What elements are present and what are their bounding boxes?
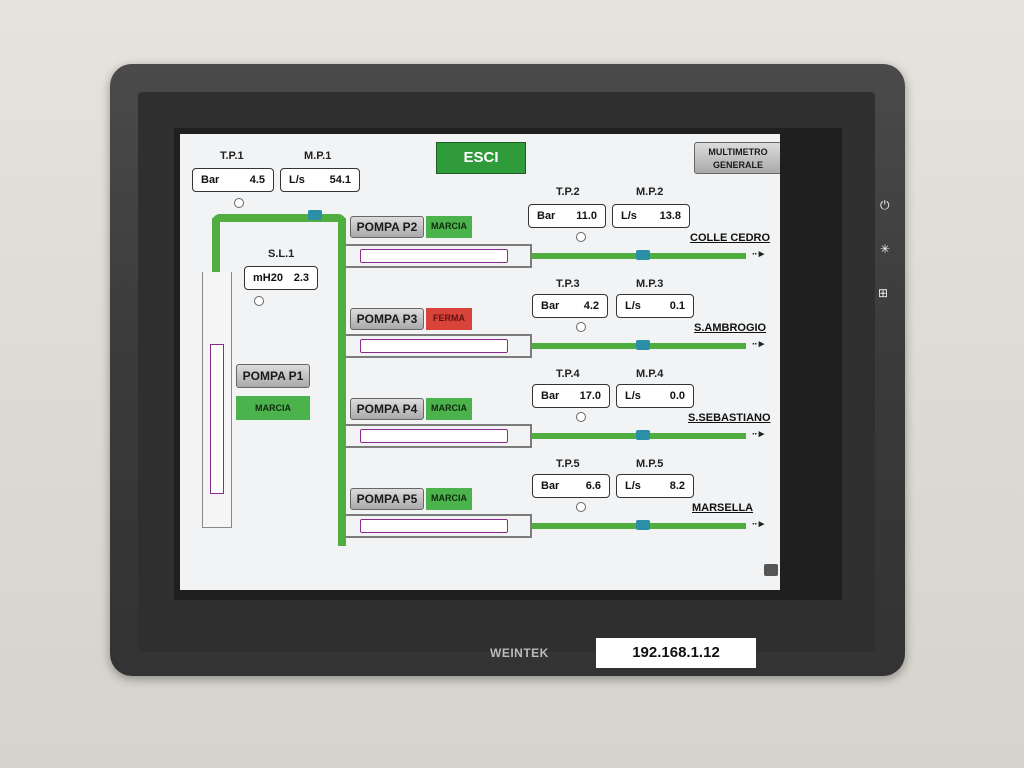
line4-pump xyxy=(360,429,508,443)
mp1-value: 54.1 xyxy=(329,174,351,186)
tp5-gauge-icon xyxy=(576,502,586,512)
tp4-readout: Bar 17.0 xyxy=(532,384,610,408)
tp2-gauge-icon xyxy=(576,232,586,242)
pump-p5-button[interactable]: POMPA P5 xyxy=(350,488,424,510)
corner-toggle-icon[interactable] xyxy=(764,564,778,576)
mp3-value: 0.1 xyxy=(669,300,685,312)
mp2-value: 13.8 xyxy=(659,210,681,222)
hmi-bezel: ESCI MULTIMETRO GENERALE T.P.1 M.P.1 Bar… xyxy=(110,64,905,676)
tp5-value: 6.6 xyxy=(585,480,601,492)
sl1-gauge-icon xyxy=(254,296,264,306)
mp4-label: M.P.4 xyxy=(636,368,664,380)
tp4-value: 17.0 xyxy=(579,390,601,402)
mp1-readout: L/s 54.1 xyxy=(280,168,360,192)
tp5-readout: Bar 6.6 xyxy=(532,474,610,498)
tp1-label: T.P.1 xyxy=(220,150,244,162)
tp4-gauge-icon xyxy=(576,412,586,422)
line4-arrow-icon: ··► xyxy=(752,429,767,440)
sl1-value: 2.3 xyxy=(293,272,309,284)
tp2-readout: Bar 11.0 xyxy=(528,204,606,228)
mp3-readout: L/s 0.1 xyxy=(616,294,694,318)
tp1-unit: Bar xyxy=(201,174,220,186)
line2-destination: COLLE CEDRO xyxy=(690,232,771,244)
mp4-value: 0.0 xyxy=(669,390,685,402)
mp3-unit: L/s xyxy=(625,300,641,312)
mp4-readout: L/s 0.0 xyxy=(616,384,694,408)
brand-logo: WEINTEK xyxy=(490,646,549,660)
line3-destination: S.AMBROGIO xyxy=(694,322,767,334)
tp5-label: T.P.5 xyxy=(556,458,580,470)
line3-arrow-icon: ··► xyxy=(752,339,767,350)
line3-casing xyxy=(346,334,532,358)
multimeter-button[interactable]: MULTIMETRO GENERALE xyxy=(694,142,780,174)
pump-p4-button[interactable]: POMPA P4 xyxy=(350,398,424,420)
mp4-unit: L/s xyxy=(625,390,641,402)
mp3-label: M.P.3 xyxy=(636,278,664,290)
line2-arrow-icon: ··► xyxy=(752,249,767,260)
main-manifold-pipe xyxy=(338,218,346,546)
sl1-readout: mH20 2.3 xyxy=(244,266,318,290)
well-pump-p1 xyxy=(210,344,224,494)
mp3-meter-icon xyxy=(636,340,650,350)
pump-p4-status: MARCIA xyxy=(426,398,472,420)
tp1-gauge-icon xyxy=(234,198,244,208)
pump-p2-status: MARCIA xyxy=(426,216,472,238)
mp5-unit: L/s xyxy=(625,480,641,492)
line2-casing xyxy=(346,244,532,268)
tp1-value: 4.5 xyxy=(249,174,265,186)
mp2-unit: L/s xyxy=(621,210,637,222)
line5-casing xyxy=(346,514,532,538)
pump-p2-button[interactable]: POMPA P2 xyxy=(350,216,424,238)
sl1-unit: mH20 xyxy=(253,272,283,284)
mp1-meter-icon xyxy=(308,210,322,220)
mp2-readout: L/s 13.8 xyxy=(612,204,690,228)
screen-frame: ESCI MULTIMETRO GENERALE T.P.1 M.P.1 Bar… xyxy=(174,128,842,600)
mp2-meter-icon xyxy=(636,250,650,260)
tp5-unit: Bar xyxy=(541,480,560,492)
mp5-value: 8.2 xyxy=(669,480,685,492)
line5-pump xyxy=(360,519,508,533)
tp3-value: 4.2 xyxy=(583,300,599,312)
network-icon[interactable]: ⊞ xyxy=(878,286,889,300)
bezel-inner: ESCI MULTIMETRO GENERALE T.P.1 M.P.1 Bar… xyxy=(138,92,890,668)
mp1-label: M.P.1 xyxy=(304,150,332,162)
line4-destination: S.SEBASTIANO xyxy=(688,412,771,424)
tp1-readout: Bar 4.5 xyxy=(192,168,274,192)
line2-pump xyxy=(360,249,508,263)
tp2-label: T.P.2 xyxy=(556,186,580,198)
tp3-gauge-icon xyxy=(576,322,586,332)
pump-p1-status: MARCIA xyxy=(236,396,310,420)
power-icon[interactable]: ⏻ xyxy=(880,198,890,212)
line4-casing xyxy=(346,424,532,448)
mp1-unit: L/s xyxy=(289,174,305,186)
mp4-meter-icon xyxy=(636,430,650,440)
line3-pump xyxy=(360,339,508,353)
tp3-label: T.P.3 xyxy=(556,278,580,290)
tp4-unit: Bar xyxy=(541,390,560,402)
pump-p3-button[interactable]: POMPA P3 xyxy=(350,308,424,330)
pump-p1-button[interactable]: POMPA P1 xyxy=(236,364,310,388)
tp2-unit: Bar xyxy=(537,210,556,222)
tp4-label: T.P.4 xyxy=(556,368,580,380)
mp5-meter-icon xyxy=(636,520,650,530)
mp5-readout: L/s 8.2 xyxy=(616,474,694,498)
pump-p3-status: FERMA xyxy=(426,308,472,330)
mp2-label: M.P.2 xyxy=(636,186,664,198)
line5-arrow-icon: ··► xyxy=(752,519,767,530)
brightness-icon[interactable]: ✳ xyxy=(880,242,891,256)
tp3-unit: Bar xyxy=(541,300,560,312)
ip-address-label: 192.168.1.12 xyxy=(596,638,756,668)
line5-destination: MARSELLA xyxy=(692,502,754,514)
top-header-pipe xyxy=(212,214,346,222)
sl1-label: S.L.1 xyxy=(268,248,295,260)
mp5-label: M.P.5 xyxy=(636,458,664,470)
hmi-screen: ESCI MULTIMETRO GENERALE T.P.1 M.P.1 Bar… xyxy=(180,134,780,590)
tp3-readout: Bar 4.2 xyxy=(532,294,608,318)
pump-p5-status: MARCIA xyxy=(426,488,472,510)
exit-button[interactable]: ESCI xyxy=(436,142,526,174)
tp2-value: 11.0 xyxy=(576,210,597,222)
